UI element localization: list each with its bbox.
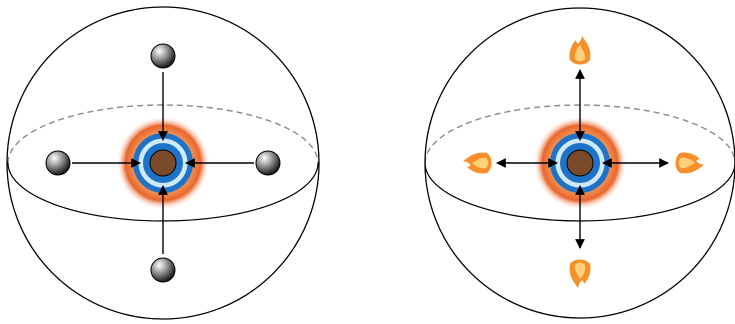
- flame-bottom: [569, 259, 591, 288]
- outer-sphere: [424, 7, 735, 319]
- explosion-panel: [424, 7, 735, 319]
- projectile-balls: [45, 43, 281, 283]
- flame-top: [569, 36, 591, 65]
- ball-right: [255, 150, 281, 176]
- ball-left: [45, 150, 71, 176]
- flames: [463, 36, 704, 288]
- ball-bottom: [150, 257, 176, 283]
- flame-left: [463, 152, 492, 174]
- ball-top: [150, 43, 176, 69]
- outward-arrows: [496, 69, 669, 249]
- inward-arrows: [72, 72, 254, 254]
- core: [149, 149, 177, 177]
- implosion-panel: [6, 6, 320, 320]
- target-capsule: [116, 116, 210, 210]
- core: [566, 149, 594, 177]
- outer-sphere: [6, 6, 320, 320]
- flame-right: [675, 152, 704, 174]
